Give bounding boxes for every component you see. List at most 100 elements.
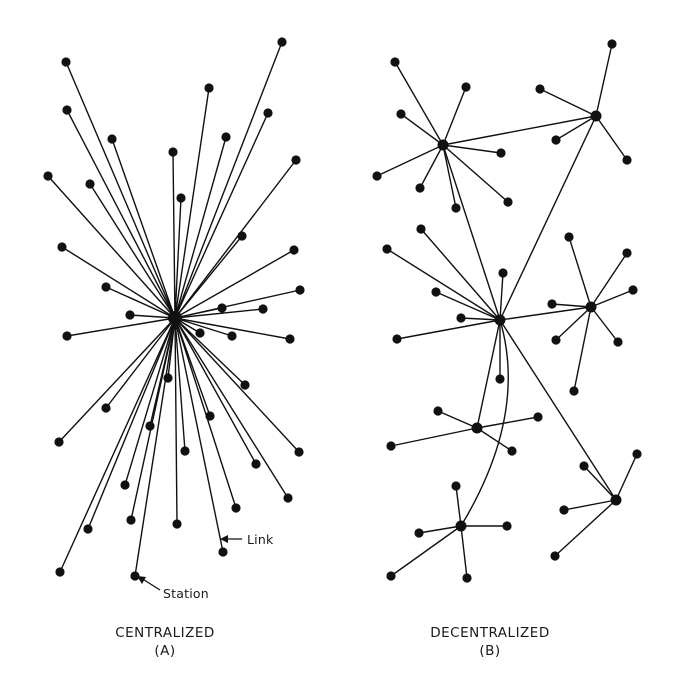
station-node xyxy=(237,231,247,241)
link-line xyxy=(420,228,501,321)
link-line xyxy=(396,319,501,340)
station-node xyxy=(258,304,268,314)
station-node xyxy=(503,197,513,207)
station-node xyxy=(62,105,72,115)
link-line xyxy=(174,317,246,386)
link-line xyxy=(59,317,176,573)
link-line xyxy=(65,61,176,319)
link-line xyxy=(418,525,462,534)
link-arrowhead xyxy=(220,535,228,543)
station-node xyxy=(461,82,471,92)
link-line xyxy=(129,314,176,319)
link-line xyxy=(174,317,300,453)
station-node xyxy=(54,437,64,447)
station-node xyxy=(533,412,543,422)
station-node xyxy=(547,299,557,309)
station-node xyxy=(180,446,190,456)
station-node xyxy=(277,37,287,47)
station-node xyxy=(217,303,227,313)
link-line xyxy=(105,286,176,319)
link-line xyxy=(174,308,264,319)
annotation-arrows xyxy=(137,535,242,591)
link-line xyxy=(174,249,295,319)
link-line xyxy=(554,499,617,557)
centralized-network xyxy=(43,37,305,581)
station-node xyxy=(83,524,93,534)
link-label: Link xyxy=(247,532,274,547)
link-line xyxy=(174,317,233,337)
link-line xyxy=(568,236,592,308)
station-node xyxy=(507,446,517,456)
link-line xyxy=(442,115,597,146)
link-line xyxy=(595,115,628,161)
link-line xyxy=(555,306,592,341)
station-node xyxy=(126,515,136,525)
link-line xyxy=(174,317,257,465)
link-line xyxy=(174,197,182,319)
link-line xyxy=(476,416,539,429)
station-node xyxy=(101,282,111,292)
panel-b-title: DECENTRALIZED xyxy=(430,625,550,641)
link-line xyxy=(551,303,592,308)
link-line xyxy=(435,291,501,321)
panel-b-letter: (B) xyxy=(479,643,501,659)
link-line xyxy=(47,175,176,319)
station-node xyxy=(43,171,53,181)
link-line xyxy=(590,289,634,308)
link-line xyxy=(437,410,478,429)
station-node xyxy=(390,57,400,67)
station-node xyxy=(392,334,402,344)
station-node xyxy=(451,481,461,491)
link-line xyxy=(476,319,501,429)
link-line xyxy=(61,246,176,319)
link-line xyxy=(89,183,176,319)
station-node xyxy=(57,242,67,252)
link-line xyxy=(172,151,176,319)
link-line xyxy=(583,465,617,501)
station-node xyxy=(130,571,140,581)
station-node xyxy=(289,245,299,255)
link-line xyxy=(460,317,501,321)
station-node xyxy=(416,224,426,234)
station-node xyxy=(551,135,561,145)
link-line xyxy=(386,248,501,321)
station-node xyxy=(622,248,632,258)
link-line xyxy=(442,144,457,209)
station-node xyxy=(176,193,186,203)
station-node xyxy=(585,301,597,313)
station-node xyxy=(451,203,461,213)
link-curve xyxy=(460,319,509,527)
station-node xyxy=(382,244,392,254)
link-line xyxy=(442,144,501,321)
station-node xyxy=(285,334,295,344)
link-line xyxy=(174,159,297,319)
station-node xyxy=(107,134,117,144)
link-line xyxy=(105,317,176,409)
station-node xyxy=(613,337,623,347)
panel-a-letter: (A) xyxy=(154,643,176,659)
station-node xyxy=(218,547,228,557)
link-line xyxy=(174,317,289,499)
station-node xyxy=(535,84,545,94)
link-line xyxy=(615,453,638,501)
station-node xyxy=(590,110,602,122)
link-line xyxy=(111,138,176,319)
link-line xyxy=(174,87,210,319)
station-node xyxy=(579,461,589,471)
station-node xyxy=(85,179,95,189)
station-node xyxy=(433,406,443,416)
link-line xyxy=(499,272,504,321)
link-line xyxy=(539,88,597,117)
station-node xyxy=(120,480,130,490)
station-node xyxy=(632,449,642,459)
station-node xyxy=(628,285,638,295)
station-node xyxy=(415,183,425,193)
link-line xyxy=(455,485,462,527)
station-node xyxy=(263,108,273,118)
station-node xyxy=(295,285,305,295)
station-node xyxy=(502,521,512,531)
station-node xyxy=(205,411,215,421)
link-line xyxy=(442,144,509,203)
link-line xyxy=(595,43,613,117)
